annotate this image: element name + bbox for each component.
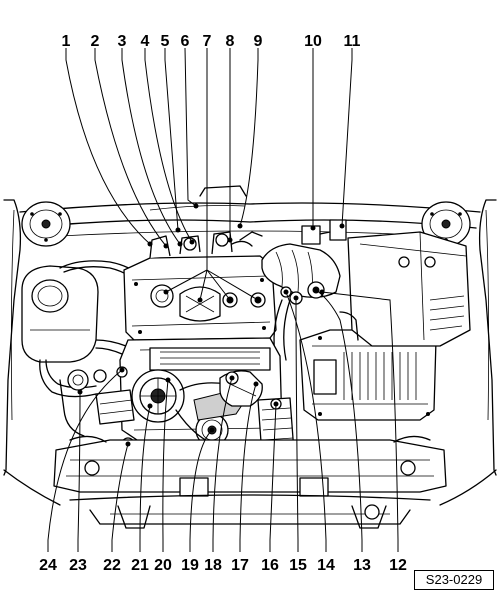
callout-18: 18 — [204, 557, 222, 574]
callout-11: 11 — [344, 33, 361, 50]
callout-1: 1 — [62, 33, 71, 50]
callouts-bottom: 24 23 22 21 20 19 18 17 16 15 14 13 12 — [39, 557, 407, 574]
figure-code-label: S23-0229 — [414, 570, 494, 590]
left-fender — [3, 199, 61, 506]
callout-8: 8 — [226, 33, 235, 50]
callout-9: 9 — [254, 33, 263, 50]
callout-24: 24 — [39, 557, 57, 574]
callouts-top: 1 2 3 4 5 6 7 8 9 10 11 — [62, 33, 361, 50]
callout-19: 19 — [181, 557, 199, 574]
front-cross-member — [53, 435, 447, 497]
leader-lines-top — [65, 47, 353, 303]
bulkhead — [19, 185, 481, 237]
callout-12: 12 — [389, 557, 407, 574]
air-filter-box — [299, 329, 437, 421]
left-strut-tower — [21, 201, 71, 247]
callout-20: 20 — [154, 557, 172, 574]
callout-21: 21 — [131, 557, 149, 574]
callout-4: 4 — [141, 33, 150, 50]
callout-22: 22 — [103, 557, 121, 574]
right-fender — [439, 199, 497, 506]
callout-6: 6 — [181, 33, 190, 50]
lower-bumper — [69, 494, 431, 529]
battery-box — [347, 231, 471, 347]
coolant-expansion-tank — [21, 260, 141, 363]
callout-17: 17 — [231, 557, 249, 574]
callout-2: 2 — [91, 33, 100, 50]
callout-14: 14 — [317, 557, 335, 574]
callout-23: 23 — [69, 557, 87, 574]
alternator — [131, 369, 185, 423]
right-strut-tower — [421, 201, 471, 247]
callout-16: 16 — [261, 557, 279, 574]
callout-5: 5 — [161, 33, 170, 50]
left-lower-components — [67, 366, 135, 451]
callout-3: 3 — [118, 33, 127, 50]
callout-13: 13 — [353, 557, 371, 574]
callout-15: 15 — [289, 557, 307, 574]
leader-lines-bottom — [47, 287, 399, 552]
callout-10: 10 — [304, 33, 322, 50]
callout-7: 7 — [203, 33, 212, 50]
